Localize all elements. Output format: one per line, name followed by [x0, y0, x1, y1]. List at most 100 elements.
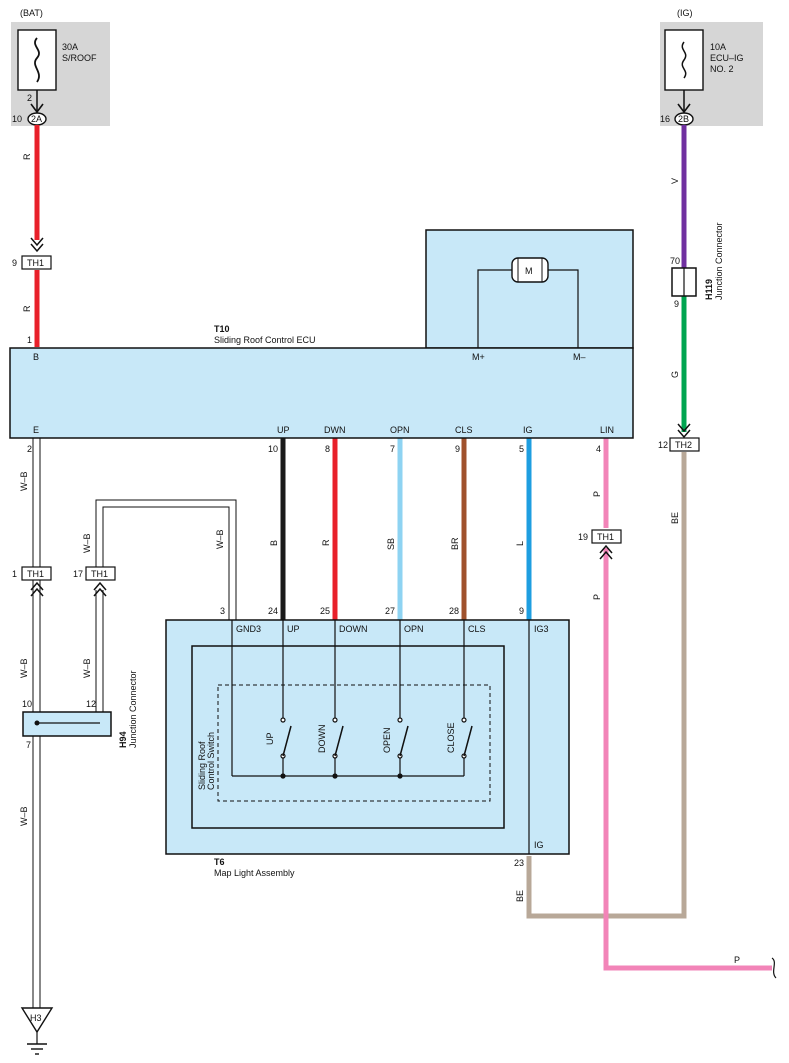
ecu-t10: M M+ M– T10 Sliding Roof Control ECU B E…	[9, 229, 634, 454]
ecu-pin-ig-num: 5	[519, 444, 524, 454]
bat-fuse-name: S/ROOF	[62, 53, 97, 63]
wire-break-icon	[771, 957, 777, 979]
connector-th1-top: TH1 9	[12, 237, 52, 270]
ecu-name: Sliding Roof Control ECU	[214, 335, 316, 345]
t6-pin-gnd3-name: GND3	[236, 624, 261, 634]
wire-label-l: L	[515, 541, 525, 546]
switch-up-label: UP	[265, 732, 275, 745]
wire-label-p-2: P	[592, 594, 602, 600]
wire-label-wb-5: W–B	[82, 658, 92, 678]
ig-fuse-name-1: ECU–IG	[710, 53, 744, 63]
th2-label: TH2	[675, 440, 692, 450]
ig-fuse-rating: 10A	[710, 42, 726, 52]
connector-arrow-icon	[30, 237, 44, 253]
map-light-t6: 3 24 25 27 28 9 GND3 UP DOWN OPN CLS IG3…	[165, 606, 570, 878]
ecu-pin-cls-num: 9	[455, 444, 460, 454]
switch-open-label: OPEN	[382, 727, 392, 753]
th1-top-pin: 9	[12, 258, 17, 268]
ecu-pin-opn-name: OPN	[390, 425, 410, 435]
h94-pin-c: 7	[26, 740, 31, 750]
ecu-pin-dwn-name: DWN	[324, 425, 346, 435]
switch-contact-icon	[334, 725, 344, 757]
bat-terminal-arrow	[30, 103, 44, 114]
h94-id: H94	[118, 731, 128, 748]
switch-contact-icon	[463, 725, 473, 757]
ground-label: H3	[30, 1013, 42, 1023]
h119-pin-bottom: 9	[674, 299, 679, 309]
t6-pin-ig-name: IG	[534, 840, 544, 850]
wire-label-be-1: BE	[670, 512, 680, 524]
h119-pin-top: 70	[670, 256, 680, 266]
connector-h119: 70 9 H119 Junction Connector	[670, 222, 724, 309]
connector-th1-mid: TH1 17	[73, 566, 116, 597]
th1-top-label: TH1	[27, 258, 44, 268]
t6-pin-ig3-name: IG3	[534, 624, 549, 634]
bat-fuse-block: (BAT) 30A S/ROOF 2 2A 10	[11, 8, 110, 126]
wire-label-v: V	[670, 178, 680, 184]
wire-label-wb-1: W–B	[19, 471, 29, 491]
t6-name: Map Light Assembly	[214, 868, 295, 878]
t6-id: T6	[214, 857, 225, 867]
ig-terminal-arrow	[677, 103, 691, 114]
ecu-pin-e-num: 2	[27, 444, 32, 454]
wire-label-sb: SB	[386, 538, 396, 550]
ecu-body	[9, 347, 634, 439]
ecu-pin-dwn-num: 8	[325, 444, 330, 454]
connector-h94: 10 12 7 H94 Junction Connector	[22, 670, 138, 750]
wire-ig-violet: V	[670, 125, 687, 268]
connector-th1-left: TH1 1	[12, 566, 52, 597]
wire-label-wb-6: W–B	[19, 806, 29, 826]
t6-pin-ig-num: 23	[514, 858, 524, 868]
t6-pin-down-num: 25	[320, 606, 330, 616]
t6-pin-ig3-num: 9	[519, 606, 524, 616]
t6-pin-opn-name: OPN	[404, 624, 424, 634]
h119-name: Junction Connector	[714, 222, 724, 300]
ecu-pin-ig-name: IG	[523, 425, 533, 435]
connector-arrow-icon	[677, 423, 691, 439]
th1-right-label: TH1	[597, 532, 614, 542]
wire-label-p-3: P	[734, 955, 740, 965]
fuse-icon	[34, 37, 40, 83]
ecu-pin-lin-name: LIN	[600, 425, 614, 435]
fuse-icon	[681, 41, 687, 79]
wire-label-r-2: R	[22, 305, 32, 312]
ig-source-label: (IG)	[677, 8, 693, 18]
wire-label-wb-2: W–B	[82, 533, 92, 553]
switch-name-2: Control Switch	[206, 732, 216, 790]
switch-contact-icon	[399, 725, 409, 757]
h94-pin-b: 12	[86, 699, 96, 709]
th1-right-pin: 19	[578, 532, 588, 542]
wire-label-be-2: BE	[515, 890, 525, 902]
switch-down-label: DOWN	[317, 725, 327, 754]
switch-name-1: Sliding Roof	[197, 741, 207, 790]
bat-fuse-rating: 30A	[62, 42, 78, 52]
switch-contact-icon	[282, 725, 292, 757]
wires-signal: B R SB BR L	[269, 438, 532, 620]
connector-arrow-icon	[599, 544, 613, 560]
switch-outline	[217, 684, 491, 802]
ecu-pin-cls-name: CLS	[455, 425, 473, 435]
ecu-pin-m-minus: M–	[573, 352, 586, 362]
switch-down: DOWN	[317, 717, 344, 759]
th1-left-label: TH1	[27, 569, 44, 579]
ecu-pin-lin-num: 4	[596, 444, 601, 454]
connector-th2: TH2 12	[658, 423, 700, 452]
bat-connector-label: 2A	[31, 114, 42, 124]
ecu-id: T10	[214, 324, 230, 334]
t6-pin-up-name: UP	[287, 624, 300, 634]
th1-left-pin: 1	[12, 569, 17, 579]
wire-label-g: G	[670, 371, 680, 378]
switch-close-label: CLOSE	[446, 722, 456, 753]
bat-source-label: (BAT)	[20, 8, 43, 18]
th1-mid-label: TH1	[91, 569, 108, 579]
ig-fuse-block: (IG) 10A ECU–IG NO. 2 2B 16	[660, 8, 763, 126]
ecu-pin-up-num: 10	[268, 444, 278, 454]
wire-label-b: B	[269, 540, 279, 546]
ecu-pin-e-name: E	[33, 425, 39, 435]
t6-pin-up-num: 24	[268, 606, 278, 616]
wire-bat-red: R R	[22, 125, 40, 347]
h94-name: Junction Connector	[128, 670, 138, 748]
switch-up: UP	[265, 717, 292, 759]
wire-label-p-1: P	[592, 491, 602, 497]
